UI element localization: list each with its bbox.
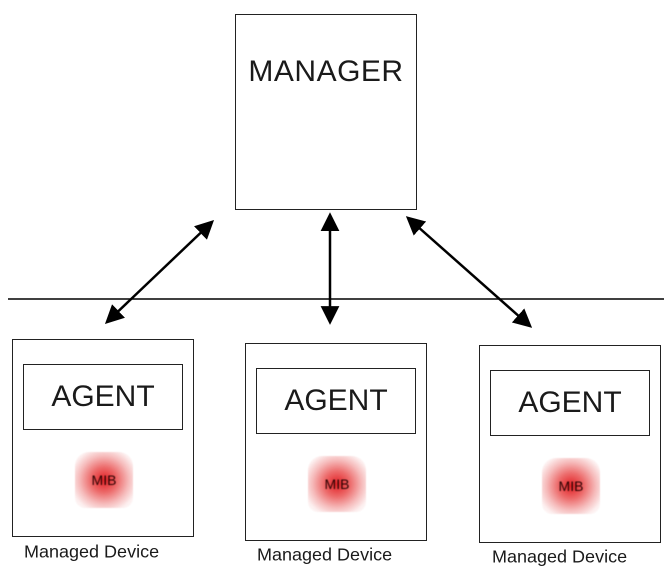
manager-label: MANAGER <box>248 55 404 88</box>
mib-icon-2: MIB <box>308 456 366 512</box>
mib-icon-3: MIB <box>542 458 600 514</box>
agent-label-3: AGENT <box>518 386 622 419</box>
arrow-manager-agent-1 <box>104 220 215 324</box>
mib-icon-1: MIB <box>75 452 133 508</box>
mib-label-3: MIB <box>558 478 584 494</box>
device-caption-2: Managed Device <box>257 545 393 565</box>
mib-label-1: MIB <box>91 472 117 488</box>
device-caption-3: Managed Device <box>492 547 628 567</box>
agent-box-3: AGENT <box>490 370 650 436</box>
agent-label-1: AGENT <box>51 380 155 413</box>
arrow-manager-agent-3 <box>405 216 533 328</box>
device-caption-1: Managed Device <box>24 542 160 562</box>
managed-device-1: AGENT MIB <box>12 339 194 537</box>
manager-box: MANAGER <box>235 14 417 210</box>
mib-label-2: MIB <box>324 476 350 492</box>
agent-box-1: AGENT <box>23 364 183 430</box>
managed-device-2: AGENT MIB <box>245 343 427 541</box>
managed-device-3: AGENT MIB <box>479 345 661 543</box>
agent-label-2: AGENT <box>284 384 388 417</box>
agent-box-2: AGENT <box>256 368 416 434</box>
